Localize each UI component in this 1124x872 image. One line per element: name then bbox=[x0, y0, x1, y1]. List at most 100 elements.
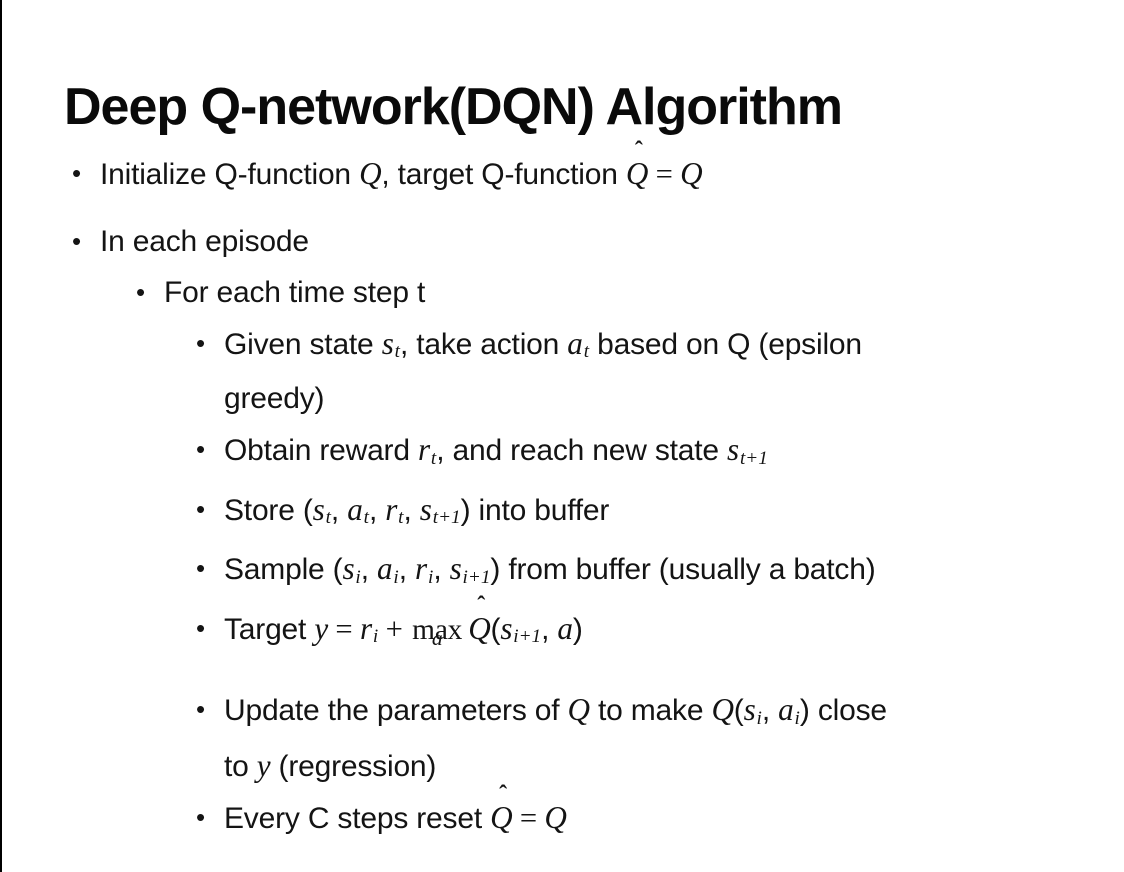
bullet-item: •Store (st, at, rt, st+1) into buffer bbox=[2, 486, 1104, 541]
bullet-item: •Given state st, take action at based on… bbox=[2, 320, 1104, 422]
math-subscript: t+1 bbox=[739, 447, 768, 469]
math-variable: Q bbox=[359, 156, 382, 191]
math-subscript: i bbox=[427, 566, 434, 588]
math-variable: Q bbox=[625, 156, 649, 191]
math-subscript: i bbox=[393, 566, 399, 588]
plain-text: Update the parameters of bbox=[224, 694, 568, 728]
bullet-icon: • bbox=[136, 277, 145, 307]
hat-icon: ˆ bbox=[499, 781, 507, 808]
math-subscript: t bbox=[398, 507, 404, 529]
bullet-item: • Initialize Q-function Q, target Q-funct… bbox=[2, 139, 1104, 198]
math-subscript: t bbox=[583, 341, 590, 363]
bullet-text: Given state st, take action at based on … bbox=[224, 320, 1104, 422]
plain-text: ) from buffer (usually a batch) bbox=[490, 553, 876, 587]
bullet-icon: • bbox=[196, 612, 205, 643]
plain-text: Sample ( bbox=[224, 553, 343, 587]
math-subscript: t bbox=[325, 507, 331, 529]
bullet-text: Initialize Q-function Q, target Q-functi… bbox=[100, 139, 1104, 198]
plain-text: ) into buffer bbox=[460, 493, 610, 527]
bullet-item: •Obtain reward rt, and reach new state s… bbox=[2, 426, 1104, 481]
plain-text: (regression) bbox=[270, 749, 437, 783]
math-operator: = bbox=[512, 800, 545, 835]
plain-text: ) bbox=[572, 612, 583, 646]
bullet-text: Obtain reward rt, and reach new state st… bbox=[224, 426, 1104, 481]
plain-text: , bbox=[360, 553, 378, 587]
math-variable: y bbox=[256, 747, 271, 783]
bullet-text: Sample (si, ai, ri, si+1) from buffer (u… bbox=[224, 545, 1104, 600]
plain-text: , bbox=[368, 493, 386, 527]
plain-text: , bbox=[403, 493, 420, 527]
math-subscript: t bbox=[363, 507, 369, 529]
math-operator: = bbox=[648, 157, 681, 191]
math-variable: a bbox=[567, 326, 583, 361]
math-variable: s bbox=[727, 432, 739, 468]
plain-text: Target bbox=[224, 612, 315, 646]
plain-text: Store ( bbox=[224, 493, 313, 527]
bullet-icon: • bbox=[196, 493, 205, 524]
hat-icon: ˆ bbox=[477, 592, 486, 619]
plain-text: to bbox=[224, 749, 257, 783]
bullet-icon: • bbox=[196, 553, 205, 584]
plain-text: , bbox=[330, 493, 348, 527]
math-variable: Q bbox=[711, 692, 734, 728]
math-subscript: i bbox=[372, 626, 379, 648]
math-subscript: t+1 bbox=[432, 507, 461, 529]
plain-text: greedy) bbox=[224, 382, 325, 416]
math-subscript: i+1 bbox=[513, 626, 542, 648]
math-variable: r bbox=[359, 610, 372, 646]
math-variable: Q bbox=[468, 610, 491, 646]
plain-text: , bbox=[761, 694, 779, 728]
plain-text: , target Q-function bbox=[381, 158, 626, 191]
bullet-text: For each time step t bbox=[164, 269, 1104, 316]
bullet-icon: • bbox=[72, 158, 81, 188]
math-subscript: t bbox=[430, 447, 437, 469]
math-variable: r bbox=[415, 551, 427, 587]
plain-text: , bbox=[398, 553, 416, 587]
math-variable: s bbox=[342, 551, 355, 587]
math-variable: Q bbox=[567, 692, 591, 728]
math-variable: s bbox=[449, 551, 462, 587]
bullet-item: •Update the parameters of Q to make Q(si… bbox=[2, 686, 1104, 789]
math-variable: s bbox=[312, 491, 325, 527]
plain-text: based on Q (epsilon bbox=[589, 328, 862, 361]
math-variable: a bbox=[557, 610, 573, 646]
hat-icon: ˆ bbox=[634, 137, 643, 164]
max-word: max bbox=[412, 613, 463, 646]
bullet-icon: • bbox=[196, 328, 205, 358]
math-variable: r bbox=[385, 491, 398, 527]
math-subscript: i bbox=[794, 707, 800, 729]
math-subscript: t bbox=[394, 341, 400, 363]
bullet-item: • In each episode bbox=[2, 218, 1104, 265]
plain-text: In each episode bbox=[100, 225, 309, 258]
plain-text: ( bbox=[733, 694, 744, 728]
bullet-list: • Initialize Q-function Q, target Q-funct… bbox=[2, 139, 1104, 846]
plain-text: For each time step t bbox=[164, 276, 426, 309]
plain-text: ( bbox=[490, 612, 501, 646]
plain-text: to make bbox=[589, 694, 712, 728]
math-variable: s bbox=[500, 610, 513, 646]
math-variable: s bbox=[381, 326, 394, 361]
math-variable: a bbox=[347, 491, 363, 527]
math-variable: Q bbox=[544, 799, 567, 835]
bullet-text: Update the parameters of Q to make Q(si,… bbox=[224, 686, 1104, 789]
math-variable: r bbox=[417, 432, 430, 468]
bullet-icon: • bbox=[196, 801, 205, 832]
slide-title: Deep Q-network(DQN) Algorithm bbox=[64, 77, 843, 136]
max-under-variable: a bbox=[431, 625, 443, 650]
bullet-item: • For each time step t bbox=[2, 269, 1104, 316]
bullet-icon: • bbox=[72, 226, 81, 256]
math-variable: Q bbox=[680, 156, 703, 191]
math-operator: + bbox=[378, 611, 411, 646]
math-subscript: i+1 bbox=[462, 566, 491, 588]
math-operator: = bbox=[327, 611, 360, 646]
plain-text: , and reach new state bbox=[436, 434, 728, 468]
bullet-item: • Sample (si, ai, ri, si+1) from buffer (… bbox=[2, 545, 1104, 600]
math-subscript: i bbox=[756, 707, 762, 729]
plain-text: , take action bbox=[399, 328, 568, 361]
